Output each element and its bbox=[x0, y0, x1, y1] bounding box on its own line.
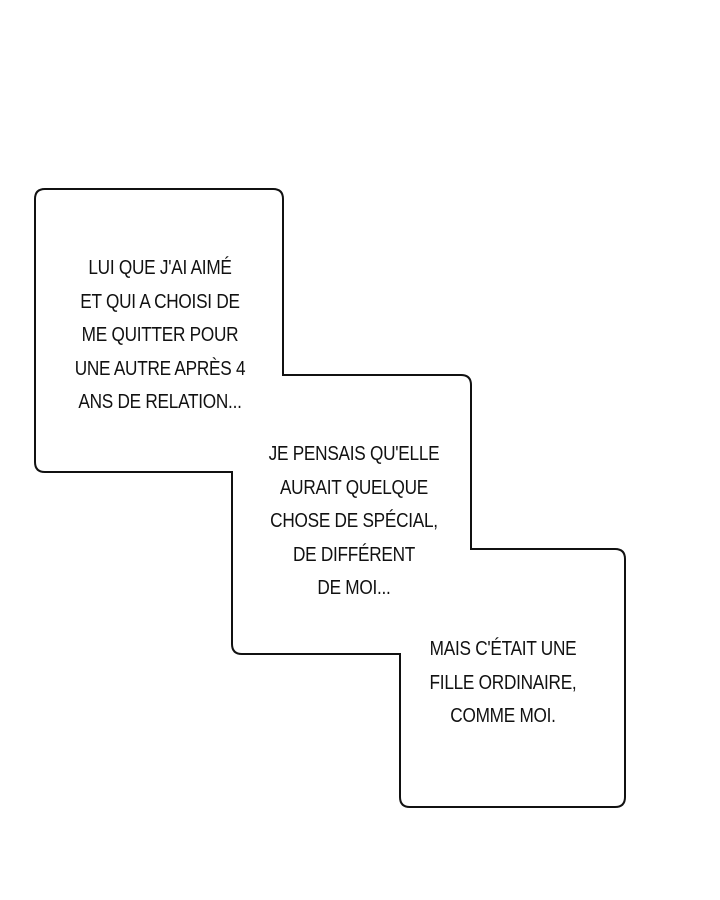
caption-line: MAIS C'ÉTAIT UNE bbox=[429, 638, 577, 660]
caption-line: LUI QUE J'AI AIMÉ bbox=[88, 257, 232, 279]
caption-line: FILLE ORDINAIRE, bbox=[429, 671, 577, 694]
caption-line: DE DIFFÉRENT bbox=[292, 543, 416, 566]
caption-2: JE PENSAIS QU'ELLE AURAIT QUELQUE CHOSE … bbox=[234, 438, 474, 606]
caption-1: LUI QUE J'AI AIMÉ ET QUI A CHOISI DE ME … bbox=[40, 252, 280, 420]
caption-line: COMME MOI. bbox=[450, 705, 556, 727]
caption-line: DE MOI... bbox=[317, 577, 391, 599]
caption-line: JE PENSAIS QU'ELLE bbox=[268, 443, 440, 465]
caption-line: ME QUITTER POUR bbox=[81, 324, 239, 346]
caption-line: ET QUI A CHOISI DE bbox=[80, 290, 240, 313]
caption-line: AURAIT QUELQUE bbox=[279, 476, 429, 499]
caption-3: MAIS C'ÉTAIT UNE FILLE ORDINAIRE, COMME … bbox=[403, 633, 603, 734]
caption-line: UNE AUTRE APRÈS 4 bbox=[74, 357, 246, 380]
caption-line: CHOSE DE SPÉCIAL, bbox=[270, 510, 438, 532]
caption-line: ANS DE RELATION... bbox=[78, 391, 242, 413]
